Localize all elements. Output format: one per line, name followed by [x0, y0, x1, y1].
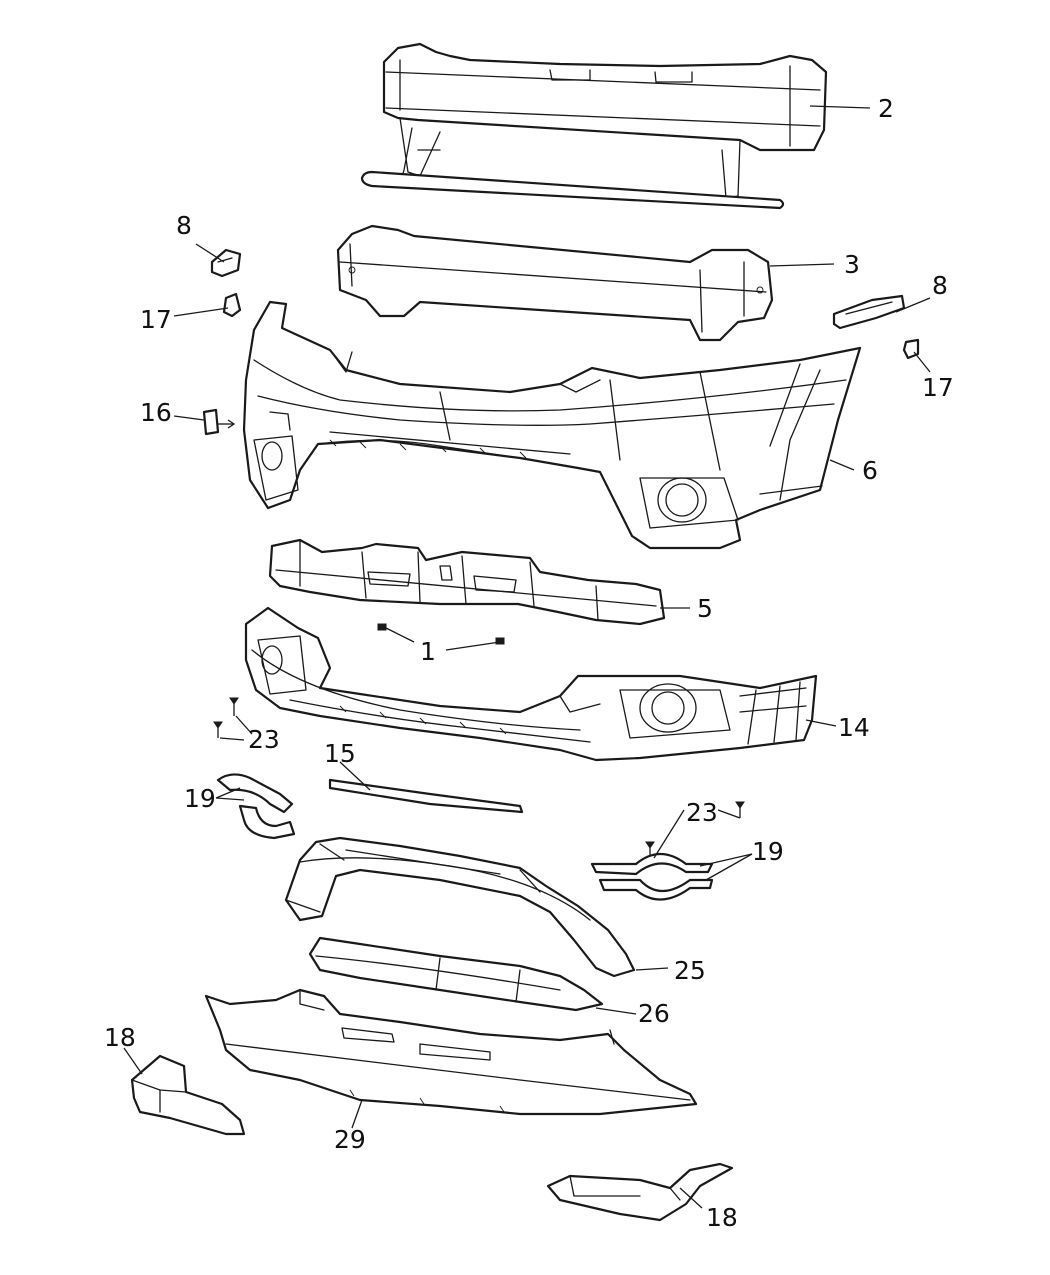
part-29-splash-shield	[204, 988, 698, 1116]
part-8-right-bracket	[832, 294, 906, 330]
callout-19-left: 19	[184, 784, 216, 813]
callout-8-right: 8	[932, 271, 948, 300]
callout-1: 1	[420, 637, 436, 666]
callout-17-right: 17	[922, 373, 954, 402]
callout-29: 29	[334, 1125, 366, 1154]
callout-8-left: 8	[176, 211, 192, 240]
part-5-energy-absorber	[268, 538, 666, 626]
part-6-bumper-fascia	[242, 300, 862, 550]
callout-23-right: 23	[686, 798, 718, 827]
part-2-upper-reinforcement	[360, 42, 828, 210]
part-14-lower-fascia	[244, 606, 818, 762]
callout-25: 25	[674, 956, 706, 985]
leader-lines	[123, 105, 931, 1209]
part-18-left-bracket	[130, 1054, 246, 1136]
callout-26: 26	[638, 999, 670, 1028]
callout-3: 3	[844, 250, 860, 279]
callout-2: 2	[878, 94, 894, 123]
part-3-lower-reinforcement	[336, 224, 774, 342]
part-25-skid-bar	[284, 836, 636, 978]
callout-18-left: 18	[104, 1023, 136, 1052]
callout-17-left: 17	[140, 305, 172, 334]
callout-labels: 2 3 8 8 17 17 16 6 5 1 14 23 15 19 23 19…	[104, 94, 954, 1232]
part-19-left-brackets	[216, 773, 296, 840]
part-16-sensor	[202, 408, 236, 436]
callout-15: 15	[324, 739, 356, 768]
part-18-right-bracket	[546, 1162, 734, 1222]
part-15-molding	[328, 778, 524, 814]
part-19-right-brackets	[590, 852, 714, 901]
part-8-left-bracket	[210, 248, 242, 278]
callout-16: 16	[140, 398, 172, 427]
part-17-left-clip	[222, 292, 242, 318]
callout-14: 14	[838, 713, 870, 742]
callout-23-left: 23	[248, 725, 280, 754]
callout-6: 6	[862, 456, 878, 485]
callout-19-right: 19	[752, 837, 784, 866]
callout-5: 5	[697, 594, 713, 623]
part-26-skid-plate	[308, 936, 604, 1012]
callout-18-right: 18	[706, 1203, 738, 1232]
part-23-fasteners	[213, 697, 745, 858]
